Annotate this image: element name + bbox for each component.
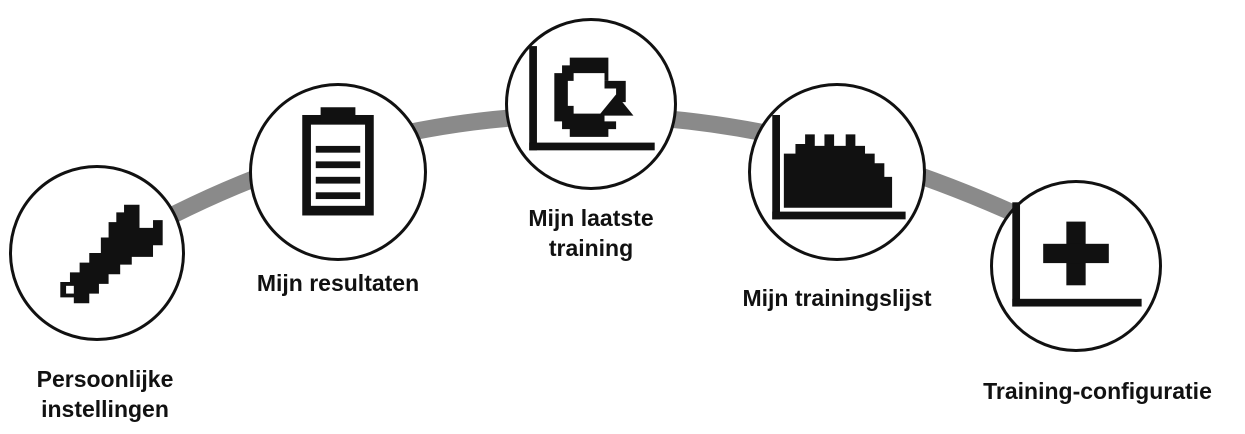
refresh-chart-icon <box>529 46 655 151</box>
label-line: Mijn resultaten <box>256 270 420 296</box>
mijn-trainingslijst-label: Mijn trainingslijst <box>712 283 962 313</box>
mijn-resultaten-button[interactable] <box>249 83 427 261</box>
persoonlijke-instellingen-label: Persoonlijke instellingen <box>0 364 210 424</box>
training-configuratie-button[interactable] <box>990 180 1162 352</box>
mijn-trainingslijst-button[interactable] <box>748 83 926 261</box>
mijn-resultaten-label: Mijn resultaten <box>233 268 443 298</box>
bar-chart-icon <box>772 114 906 220</box>
add-chart-icon <box>1012 202 1142 307</box>
mijn-laatste-training-button[interactable] <box>505 18 677 190</box>
label-line: Mijn trainingslijst <box>742 285 932 311</box>
training-configuratie-label: Training-configuratie <box>955 376 1240 406</box>
label-line: Training-configuratie <box>983 378 1212 404</box>
wrench-icon <box>60 204 163 304</box>
persoonlijke-instellingen-button[interactable] <box>9 165 185 341</box>
label-line: Persoonlijke <box>36 366 174 392</box>
mijn-laatste-training-label: Mijn laatste training <box>486 203 696 263</box>
label-line: Mijn laatste <box>528 205 654 231</box>
label-line: instellingen <box>41 396 169 422</box>
clipboard-icon <box>302 107 374 216</box>
label-line: training <box>548 235 634 261</box>
